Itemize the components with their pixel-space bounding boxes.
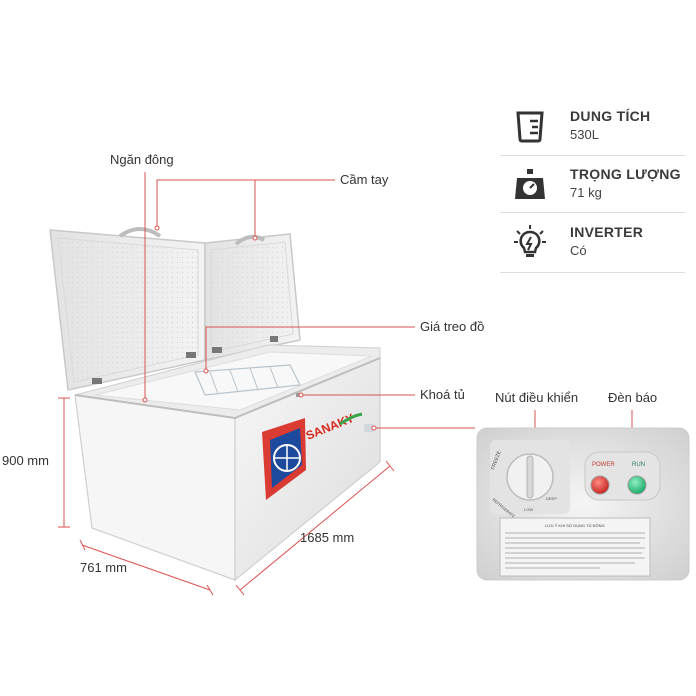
right-lid xyxy=(204,233,301,361)
spec-weight-name: TRỌNG LƯỢNG xyxy=(570,166,681,182)
dimension-width: 1685 mm xyxy=(300,530,355,545)
spec-divider xyxy=(500,212,685,213)
spec-inverter-value: Có xyxy=(570,243,587,258)
left-lid xyxy=(49,227,206,391)
callout-lines xyxy=(142,172,475,431)
spec-capacity-value: 530L xyxy=(570,127,599,142)
panel-low-label: LOW xyxy=(524,507,533,512)
panel-power-label: POWER xyxy=(592,462,615,468)
callout-handle: Cầm tay xyxy=(340,172,389,187)
panel-deep-label: DEEP xyxy=(546,496,557,501)
run-indicator-light xyxy=(627,475,647,495)
callout-hanger: Giá treo đồ xyxy=(420,319,485,334)
callout-lock: Khoá tủ xyxy=(420,387,465,402)
spec-divider xyxy=(500,272,685,273)
hanging-basket xyxy=(194,364,301,396)
guide-title: LƯU Ý KHI SỬ DỤNG TỦ ĐÔNG xyxy=(545,523,605,528)
spec-capacity: DUNG TÍCH 530L xyxy=(510,100,685,154)
callout-freezer: Ngăn đông xyxy=(110,152,174,167)
dimension-depth: 761 mm xyxy=(80,560,127,575)
spec-weight: TRỌNG LƯỢNG 71 kg xyxy=(510,158,685,212)
panel-run-label: RUN xyxy=(632,462,645,468)
spec-weight-value: 71 kg xyxy=(570,185,602,200)
power-indicator-light xyxy=(590,475,610,495)
callout-knob: Nút điều khiển xyxy=(495,390,579,405)
spec-divider xyxy=(500,155,685,156)
lightbulb-icon xyxy=(514,225,546,257)
brand-logo xyxy=(262,418,306,500)
right-handle xyxy=(234,234,265,246)
dimension-height: 900 mm xyxy=(2,453,49,468)
spec-capacity-name: DUNG TÍCH xyxy=(570,108,651,124)
spec-inverter: INVERTER Có xyxy=(510,216,685,270)
control-panel-spot xyxy=(364,424,374,432)
callout-lamp: Đèn báo xyxy=(608,390,658,405)
spec-inverter-name: INVERTER xyxy=(570,224,644,240)
scale-icon xyxy=(515,169,545,199)
left-handle xyxy=(118,227,162,238)
beaker-icon xyxy=(516,111,544,143)
dimension-lines xyxy=(58,397,395,596)
